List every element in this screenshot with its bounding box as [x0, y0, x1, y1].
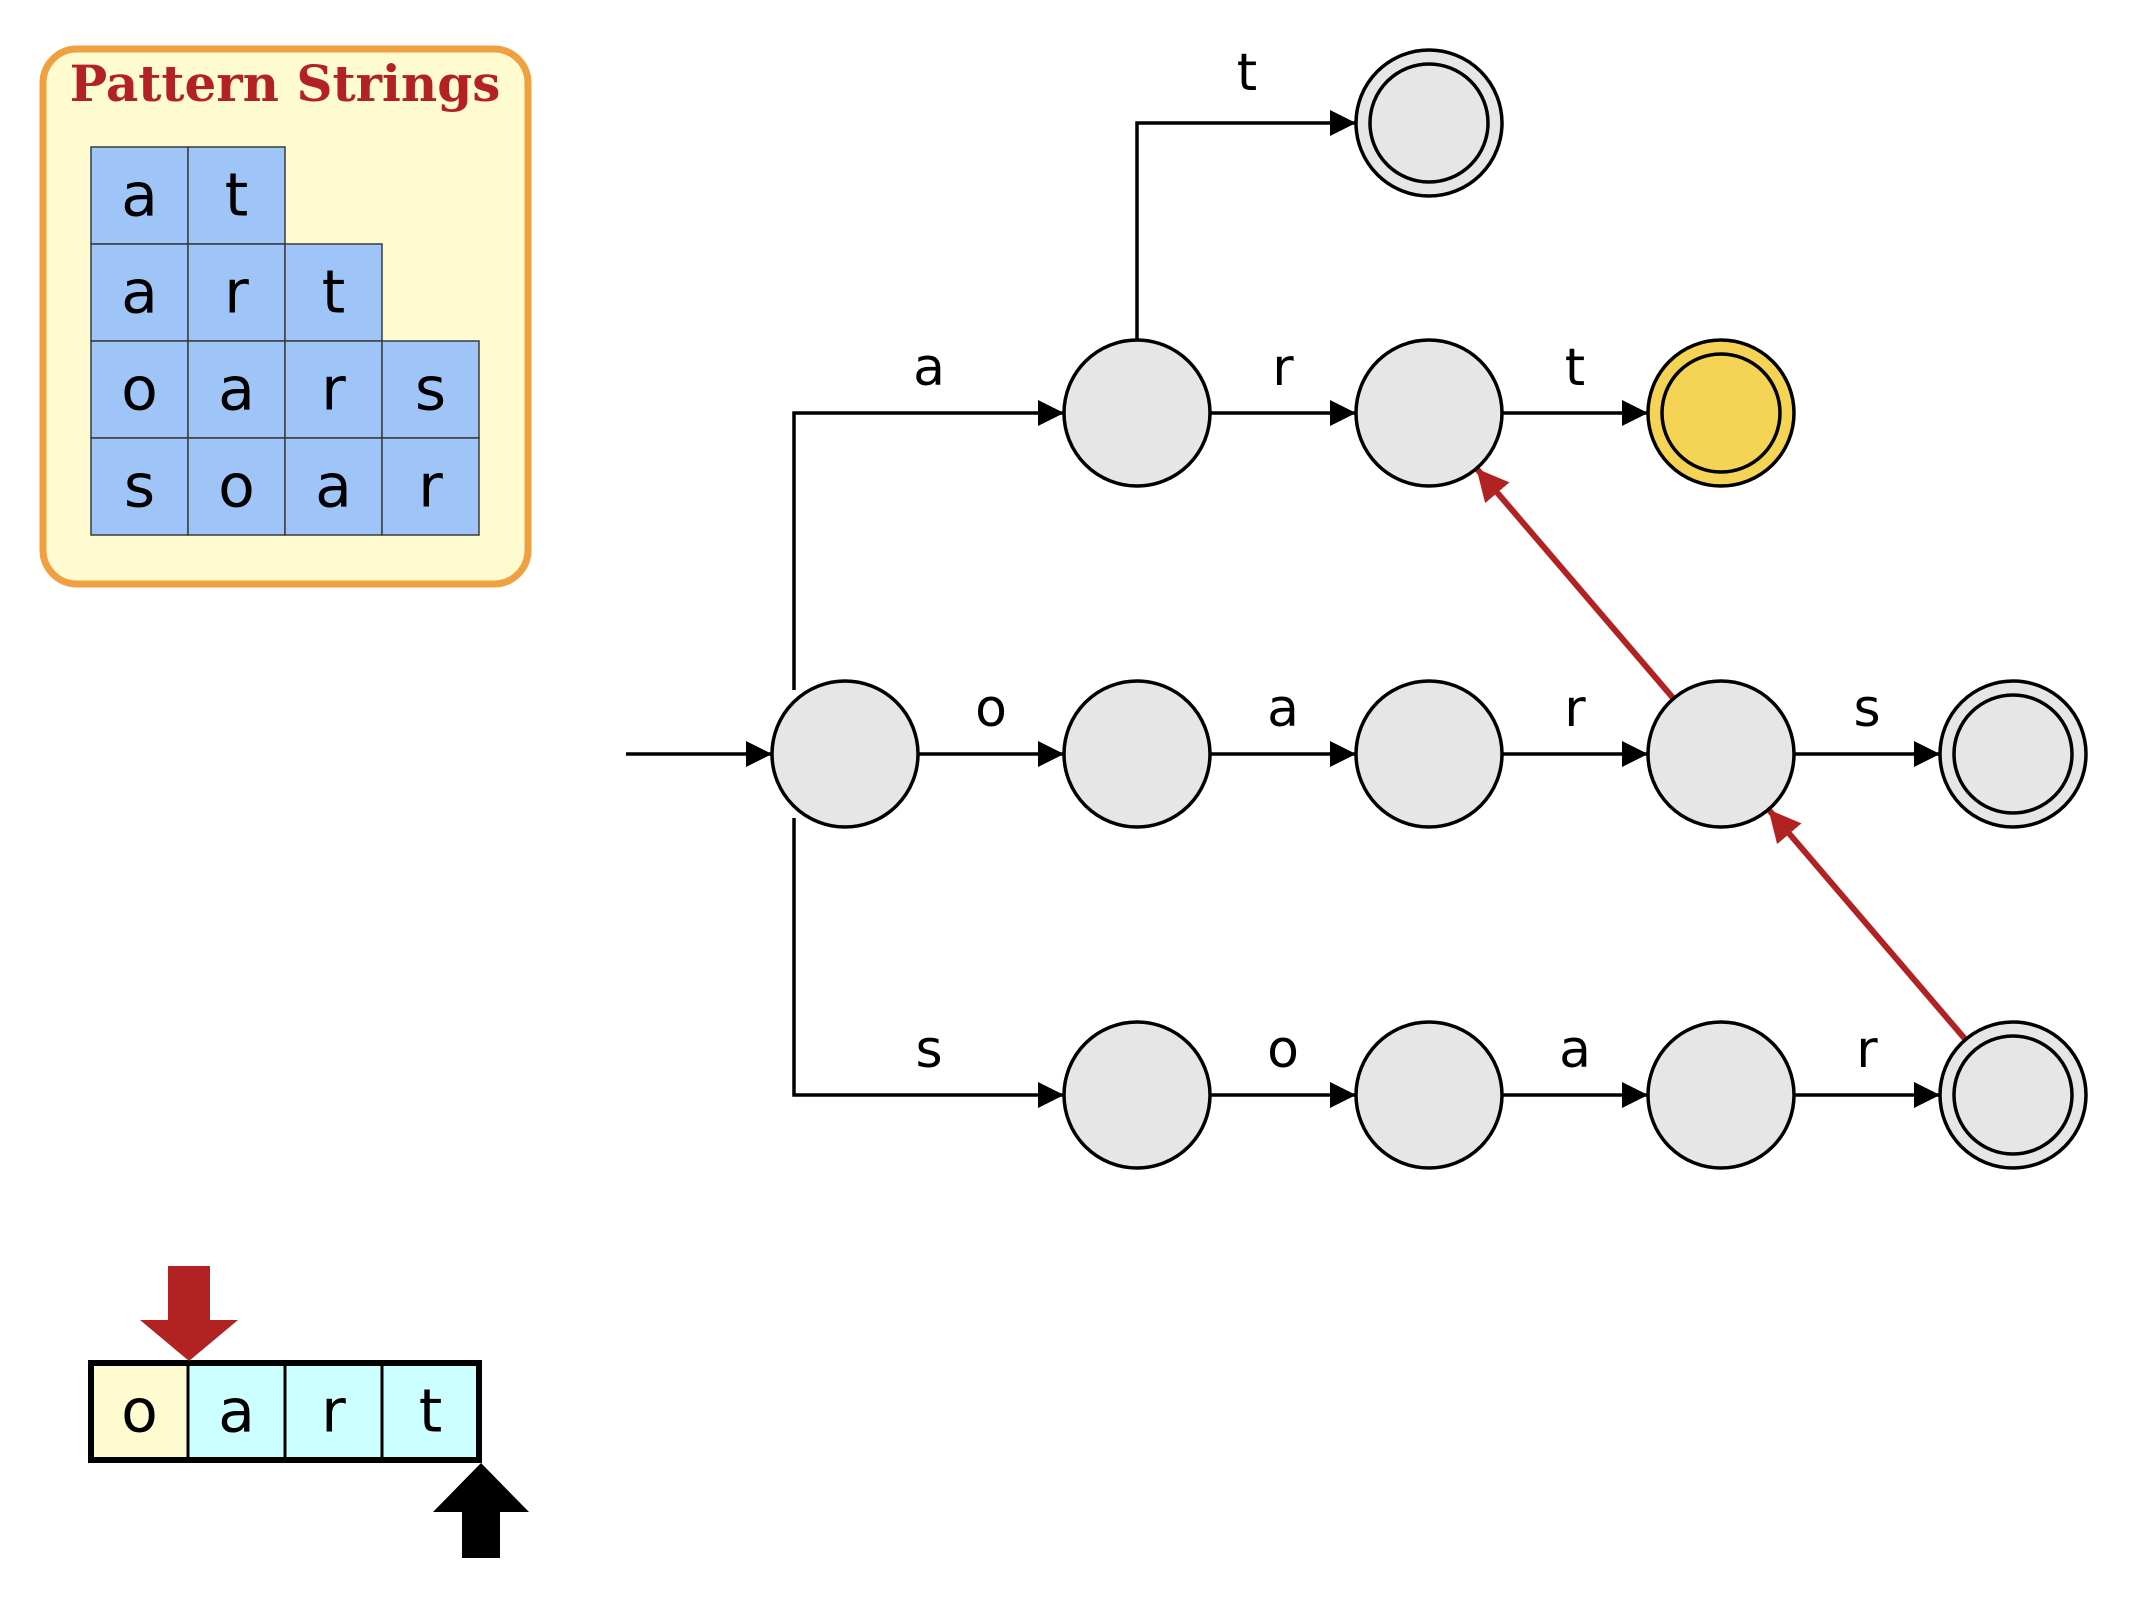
end-position-pointer: [433, 1463, 529, 1558]
state-node-at: [1354, 48, 1504, 198]
failure-link-soar-oar: [1766, 807, 1968, 1042]
pattern-cell: [90, 146, 189, 245]
pattern-char: a: [121, 258, 158, 328]
state-node-art: [1646, 338, 1796, 488]
failure-links: [1474, 466, 1968, 1042]
state-node-so: [1354, 1020, 1504, 1170]
state-node-ar: [1354, 338, 1504, 488]
accepting-ring: [1368, 62, 1490, 184]
transition-label: t: [1565, 338, 1585, 398]
state-node-oars: [1938, 679, 2088, 829]
transition-label: r: [1272, 338, 1294, 398]
pattern-cell: [284, 243, 383, 342]
pattern-char: s: [124, 452, 155, 522]
accepting-ring: [1952, 1034, 2074, 1156]
state-nodes: [770, 48, 2088, 1170]
pattern-char: a: [121, 161, 158, 231]
pattern-cell: [284, 340, 383, 439]
state-node-a: [1062, 338, 1212, 488]
transition-labels: a t r t o a r s s o a r: [913, 43, 1880, 1080]
pattern-cell: [187, 340, 286, 439]
input-char: t: [419, 1377, 443, 1447]
pattern-cell: [381, 437, 480, 536]
pattern-char: o: [218, 452, 255, 522]
pattern-char: o: [121, 355, 158, 425]
trie-automaton: a t r t o a r s s o a r: [626, 43, 2088, 1170]
state-node-soar: [1938, 1020, 2088, 1170]
pattern-char: s: [415, 355, 446, 425]
pattern-cell: [381, 340, 480, 439]
input-char: r: [321, 1377, 346, 1447]
transition-label: s: [915, 1020, 942, 1080]
failure-link-oar-ar: [1474, 466, 1676, 701]
input-tape-border: [88, 1360, 482, 1463]
pattern-char: a: [315, 452, 352, 522]
pattern-cell: [187, 437, 286, 536]
pattern-cell: [187, 243, 286, 342]
transition-label: a: [913, 338, 945, 398]
pattern-panel-title: Pattern Strings: [70, 54, 501, 113]
state-node-o: [1062, 679, 1212, 829]
input-cell: [89, 1361, 190, 1462]
state-node-oar: [1646, 679, 1796, 829]
input-char: o: [121, 1377, 158, 1447]
transition-label: o: [1267, 1020, 1299, 1080]
transition-edge-root-s: [792, 818, 1064, 1108]
accepting-ring: [1660, 352, 1782, 474]
pattern-char: r: [418, 452, 443, 522]
current-position-pointer: [140, 1266, 238, 1361]
pattern-cell: [90, 243, 189, 342]
pattern-char: a: [218, 355, 255, 425]
transition-label: a: [1559, 1020, 1591, 1080]
input-char: a: [218, 1377, 255, 1447]
state-node-s: [1062, 1020, 1212, 1170]
transition-label: t: [1237, 43, 1257, 103]
transition-label: r: [1564, 679, 1586, 739]
pattern-cell: [187, 146, 286, 245]
accepting-ring: [1952, 693, 2074, 815]
pattern-char: r: [224, 258, 249, 328]
state-node-soa: [1646, 1020, 1796, 1170]
state-node-oa: [1354, 679, 1504, 829]
pattern-char: t: [322, 258, 346, 328]
pattern-cell: [90, 340, 189, 439]
transition-label: r: [1856, 1020, 1878, 1080]
transition-label: o: [975, 679, 1007, 739]
transition-edges: [626, 110, 1940, 1108]
input-cell: [380, 1361, 481, 1462]
transition-label: s: [1853, 679, 1880, 739]
transition-label: a: [1267, 679, 1299, 739]
pattern-char: t: [225, 161, 249, 231]
pattern-cell: [284, 437, 383, 536]
transition-edge-root-a: [792, 400, 1064, 690]
pattern-cell: [90, 437, 189, 536]
transition-edge-a-at: [1135, 110, 1356, 340]
state-node-root: [770, 679, 920, 829]
pattern-char: r: [321, 355, 346, 425]
